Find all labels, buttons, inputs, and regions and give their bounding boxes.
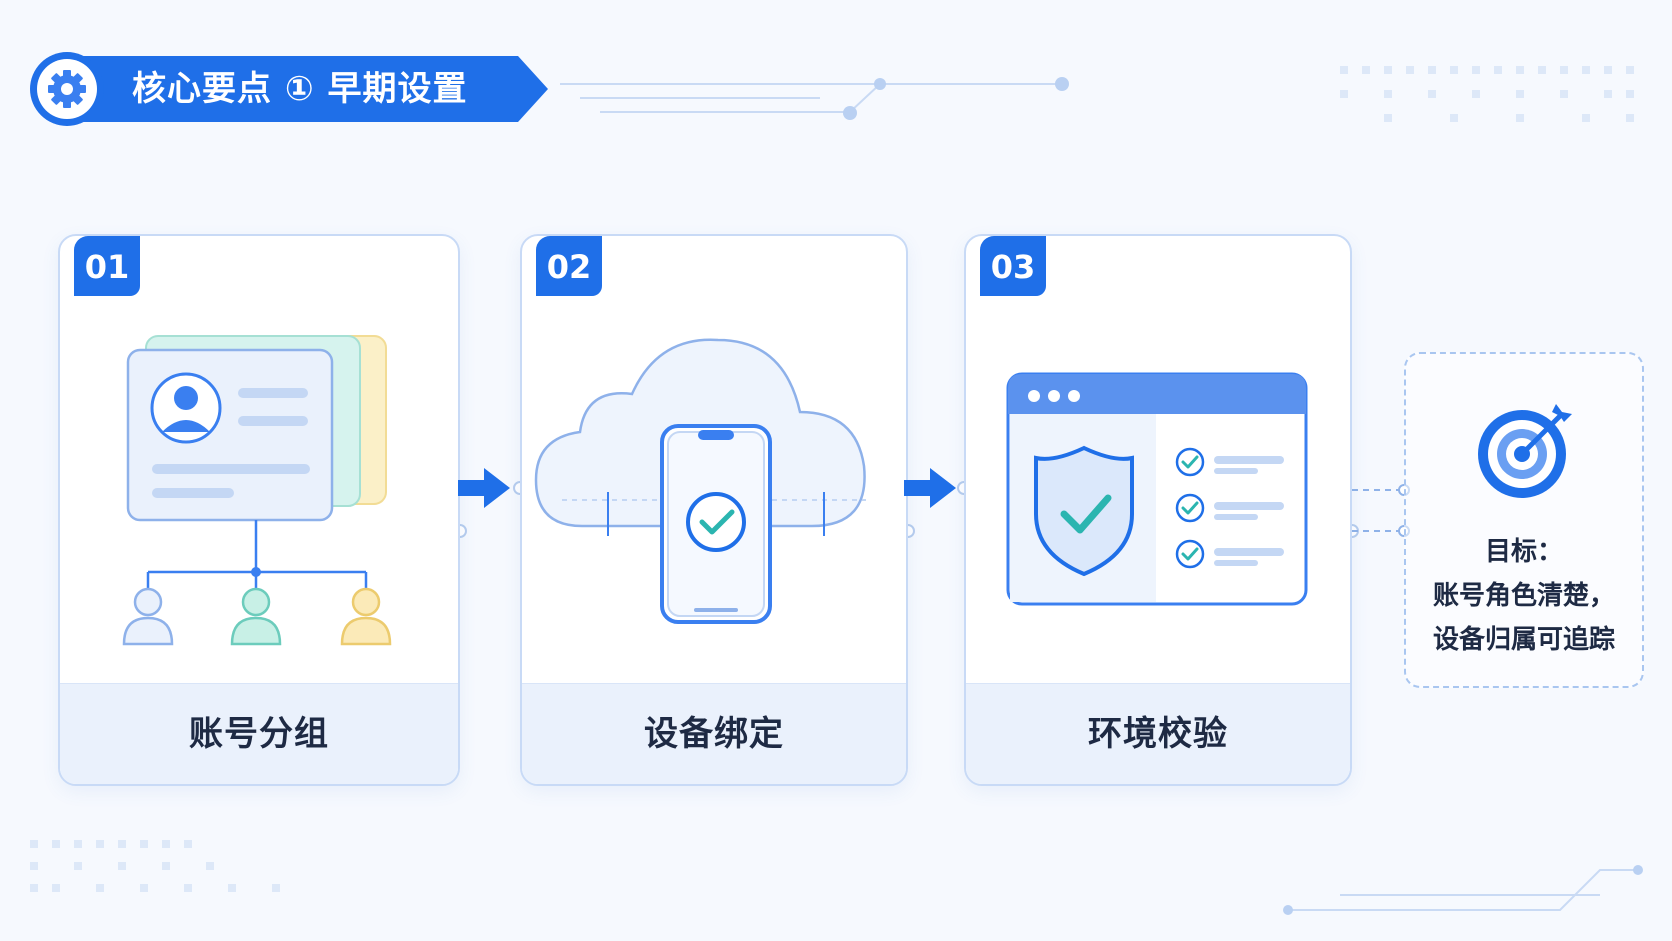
section-header: 核心要点 ① 早期设置 xyxy=(28,50,550,128)
step-number-badge: 03 xyxy=(980,236,1046,296)
arrow-right-icon xyxy=(904,468,956,508)
account-group-icon xyxy=(122,335,392,646)
goal-box: 目标： 账号角色清楚， 设备归属可追踪 xyxy=(1404,352,1644,688)
page-title: 核心要点 ① 早期设置 xyxy=(132,69,468,109)
step-card-environment-check: 03 环境校验 xyxy=(964,234,1352,786)
goal-line-2: 设备归属可追踪 xyxy=(1432,625,1615,655)
arrow-right-icon xyxy=(458,468,510,508)
card-footer xyxy=(522,683,906,784)
header-banner-shape xyxy=(30,52,548,126)
step-card-device-binding: 02 设备绑定 xyxy=(520,234,908,786)
card-footer xyxy=(60,683,458,784)
card-footer xyxy=(966,683,1350,784)
cloud-phone-icon xyxy=(534,338,866,624)
step-label: 环境校验 xyxy=(1088,714,1228,754)
step-number-badge: 01 xyxy=(74,236,140,296)
shield-browser-icon xyxy=(1006,372,1308,606)
goal-title: 目标： xyxy=(1484,537,1563,567)
step-label: 账号分组 xyxy=(189,714,329,754)
goal-description: 目标： 账号角色清楚， 设备归属可追踪 xyxy=(1406,530,1642,662)
step-number-badge: 02 xyxy=(536,236,602,296)
gear-icon xyxy=(48,70,86,108)
goal-line-1: 账号角色清楚， xyxy=(1432,581,1615,611)
step-label: 设备绑定 xyxy=(644,714,784,754)
target-icon xyxy=(1478,404,1572,498)
step-card-account-grouping: 01 账号分组 xyxy=(58,234,460,786)
